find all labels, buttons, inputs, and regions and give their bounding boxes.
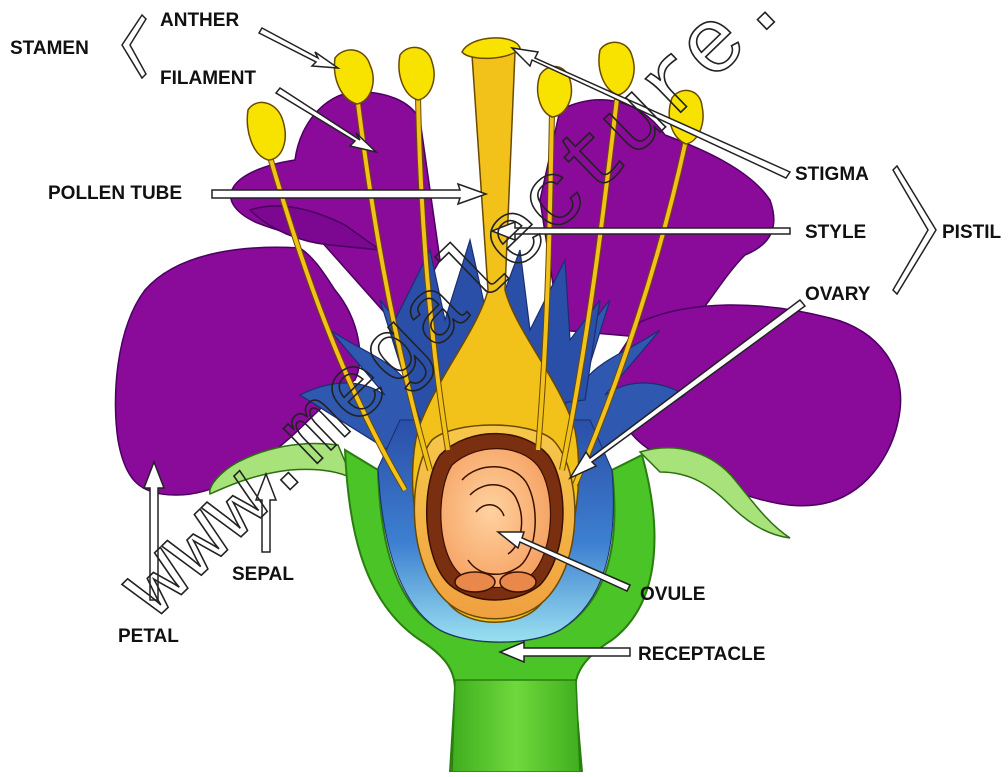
label-pistil: PISTIL	[942, 222, 1002, 243]
label-style: STYLE	[805, 222, 866, 243]
label-filament: FILAMENT	[160, 68, 256, 89]
label-receptacle: RECEPTACLE	[638, 644, 765, 665]
label-anther: ANTHER	[160, 10, 239, 31]
pistil-bracket	[893, 166, 936, 294]
arrow-anther	[259, 28, 338, 68]
stem	[452, 680, 580, 772]
label-pollen-tube: POLLEN TUBE	[48, 183, 182, 204]
label-stigma: STIGMA	[795, 164, 869, 185]
label-stamen: STAMEN	[10, 38, 89, 59]
anther-3	[399, 47, 434, 100]
ovary-cavity	[441, 449, 551, 588]
label-ovary: OVARY	[805, 284, 871, 305]
stamen-bracket	[122, 15, 146, 78]
label-ovule: OVULE	[640, 584, 705, 605]
anther-1	[247, 102, 285, 160]
